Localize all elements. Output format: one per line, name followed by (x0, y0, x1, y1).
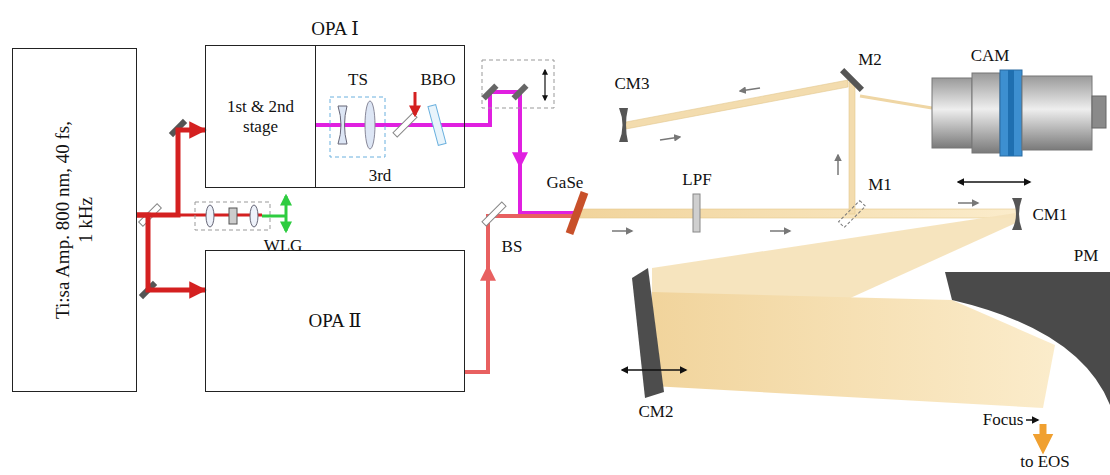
mirror-label: CM3 (615, 75, 650, 94)
mirror-label: M2 (858, 51, 882, 70)
mirror-label: PM (1074, 247, 1099, 266)
mirror-label: CM2 (639, 403, 674, 422)
box-label: OPA Ⅱ (212, 310, 458, 333)
stage-label: 3rd (369, 167, 392, 186)
box-label: 1st & 2nd stage (212, 96, 309, 137)
opa-box: OPA Ⅱ (205, 250, 465, 392)
stage-section: 1st & 2nd stage (206, 46, 316, 187)
filter-label: LPF (682, 171, 711, 190)
part-label: BS (502, 238, 523, 257)
part-label: BBO (421, 71, 456, 90)
mirror-label: M1 (868, 176, 892, 195)
crystal-label: GaSe (547, 174, 584, 193)
part-label: TS (348, 71, 368, 90)
camera-label: CAM (971, 47, 1010, 66)
part-label: WLG (264, 237, 303, 256)
opa-box: OPA Ⅰ1st & 2nd stage (205, 45, 465, 188)
box-label: Ti:sa Amp. 800 nm, 40 fs, 1 kHz (52, 115, 98, 325)
focus-label: Focus (983, 411, 1024, 430)
beam-path (137, 130, 205, 215)
output-label: to EOS (1020, 453, 1070, 472)
mirror-label: CM1 (1033, 206, 1068, 225)
beam-path (137, 215, 205, 290)
amplifier-box: Ti:sa Amp. 800 nm, 40 fs, 1 kHz (12, 48, 137, 392)
box-heading: OPA Ⅰ (206, 18, 464, 41)
